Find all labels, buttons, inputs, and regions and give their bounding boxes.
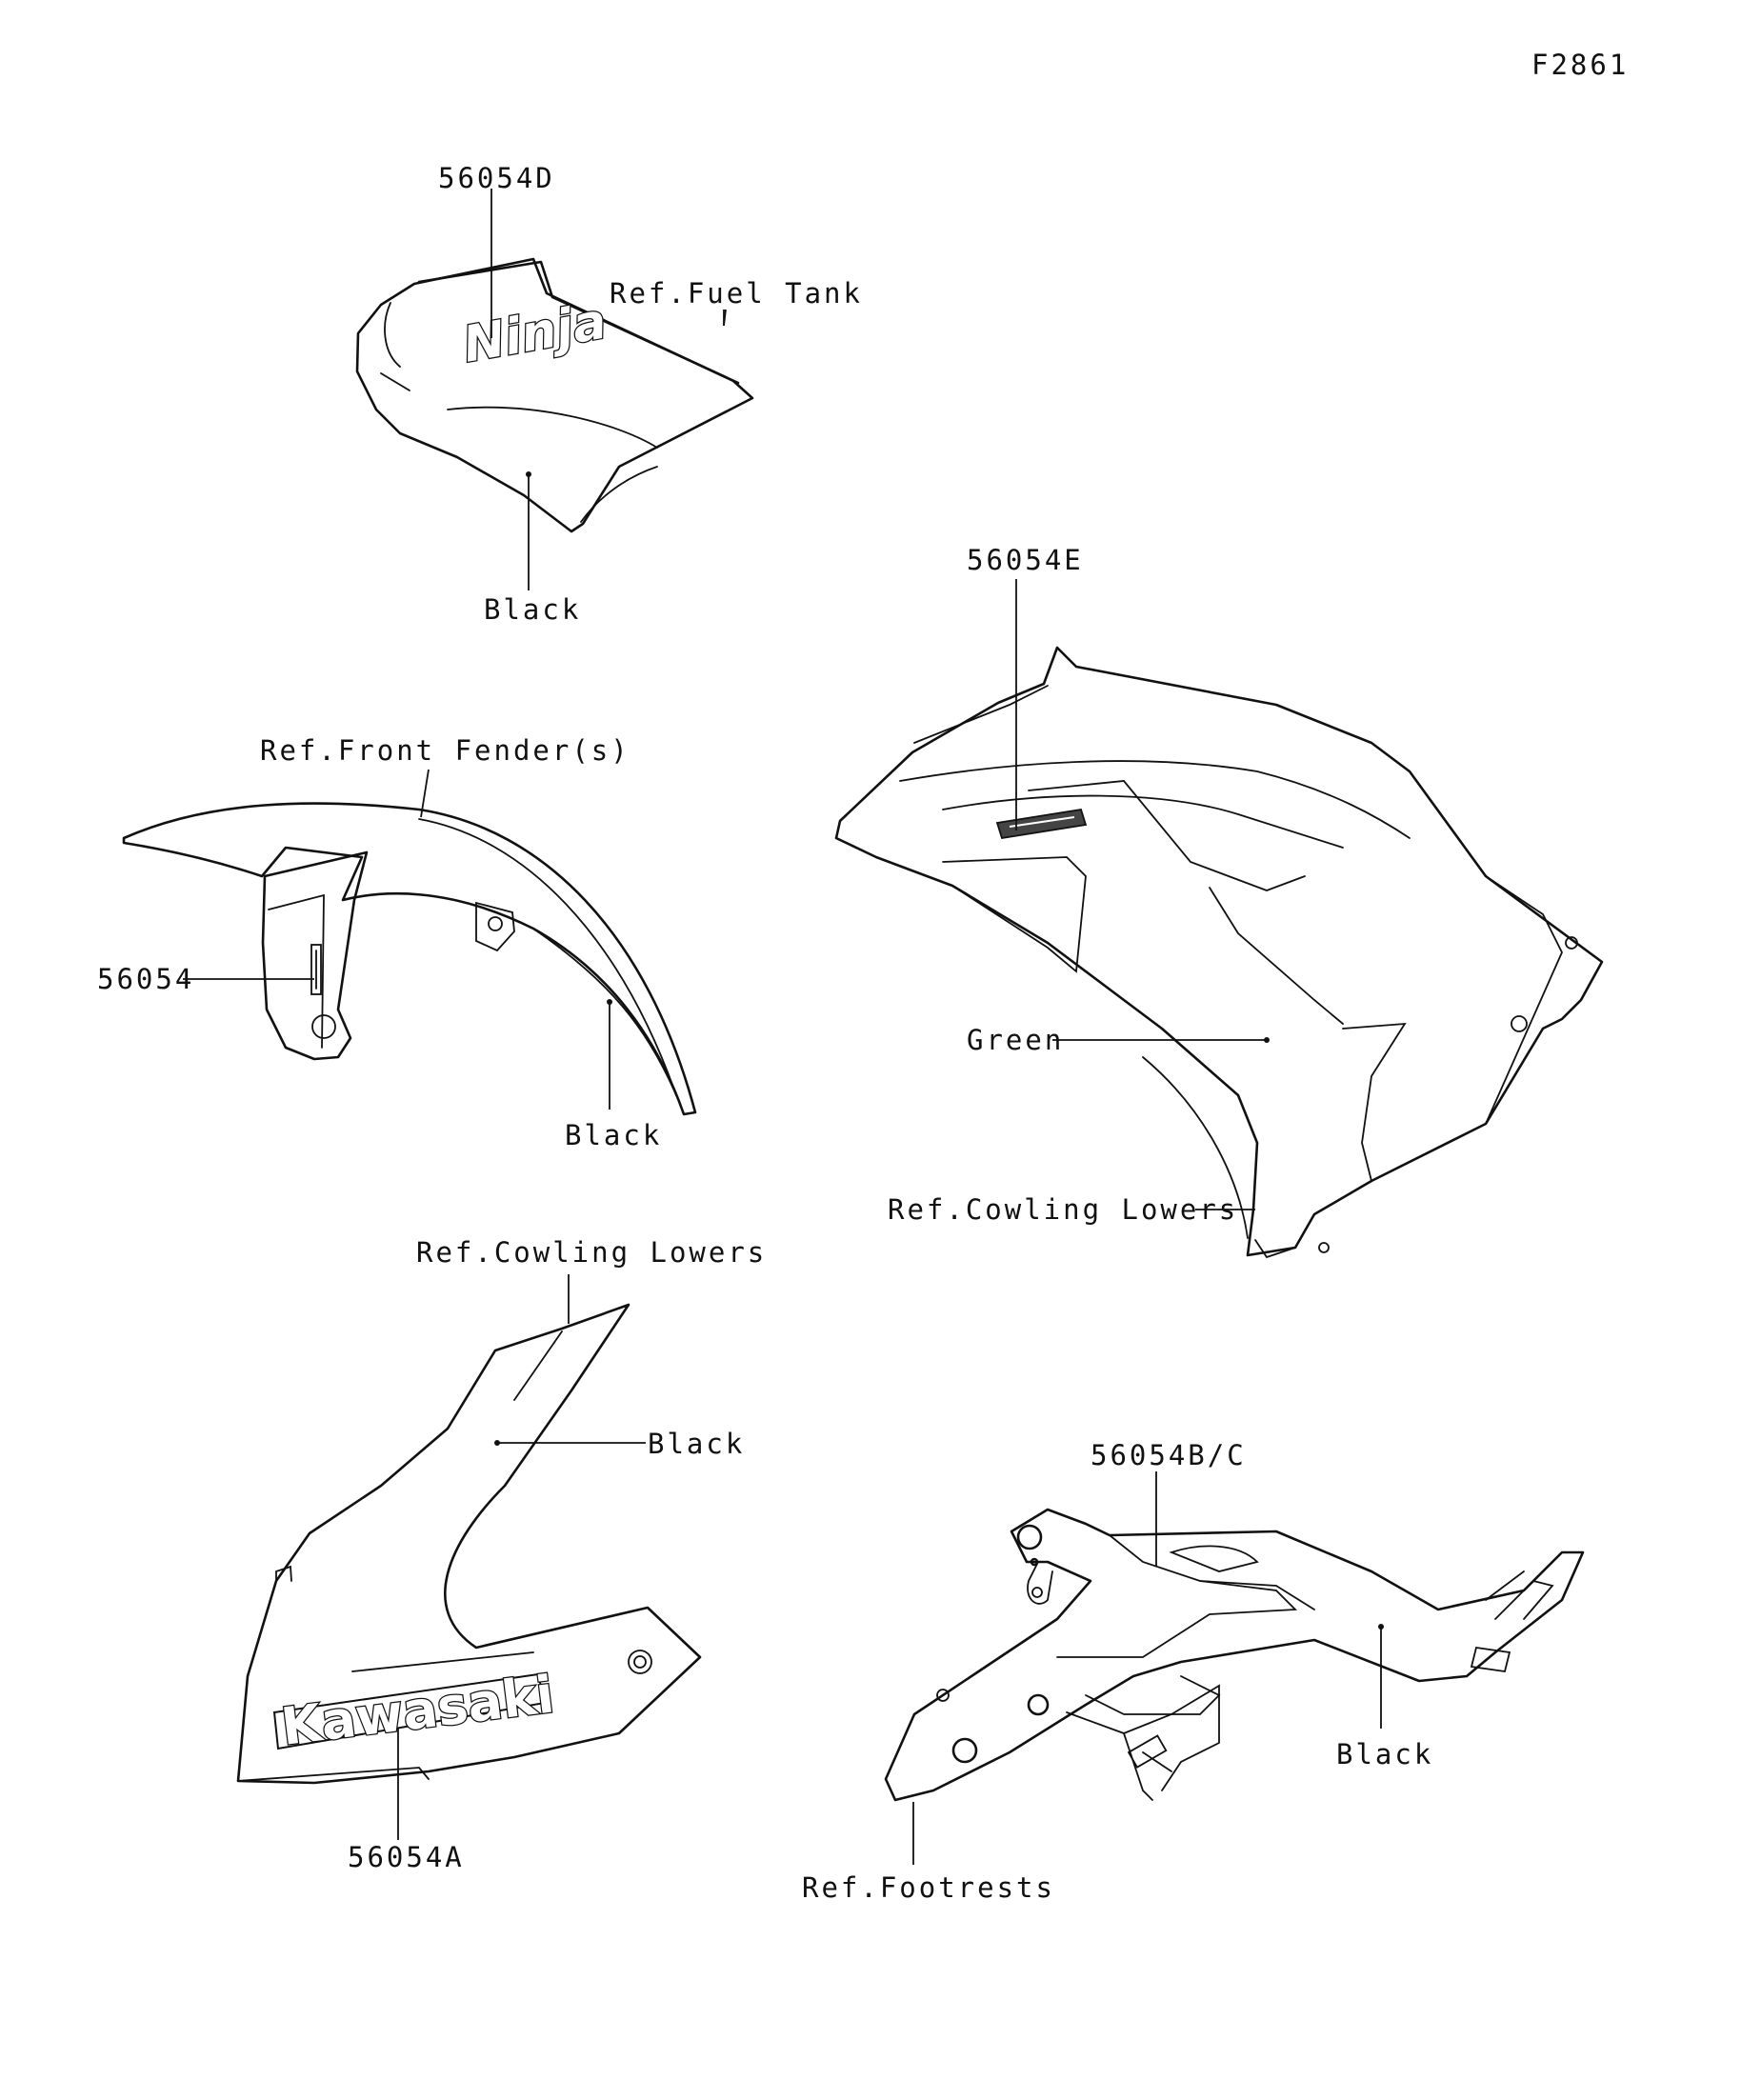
leader-ref-fuel-tank [723, 309, 727, 327]
fender-small-decal [310, 944, 322, 995]
leader-ref-front-fender [420, 769, 430, 818]
side-cowling-part [834, 646, 1604, 1259]
ninja-decal: Ninja [458, 291, 612, 375]
label-ref-cowling-lowers-left: Ref.Cowling Lowers [416, 1236, 767, 1269]
lower-cowling-part [236, 1303, 702, 1785]
leader-green [1052, 1037, 1270, 1043]
ninja-decal-text: Ninja [459, 292, 610, 373]
label-black-footrest: Black [1336, 1738, 1433, 1770]
leader-black-tank [526, 471, 531, 590]
cowling-650-decal [995, 808, 1088, 840]
label-black-fender: Black [565, 1119, 662, 1151]
figure-id: F2861 [1531, 49, 1629, 81]
footrest-bracket-part [884, 1508, 1585, 1802]
label-ref-fuel-tank: Ref.Fuel Tank [610, 277, 863, 310]
label-56054BC: 56054B/C [1091, 1439, 1247, 1471]
label-56054: 56054 [97, 963, 194, 995]
label-black-tank: Black [484, 593, 581, 626]
label-56054D: 56054D [438, 162, 555, 194]
label-ref-cowling-lowers-right: Ref.Cowling Lowers [888, 1193, 1238, 1226]
kawasaki-decal: Kawasaki [272, 1663, 558, 1758]
label-56054E: 56054E [967, 544, 1084, 576]
leader-black-fender [607, 999, 612, 1110]
fuel-tank-cover-part [355, 257, 754, 533]
label-green: Green [967, 1024, 1064, 1056]
label-56054A: 56054A [348, 1841, 465, 1873]
leader-black-cowling [494, 1440, 646, 1446]
kawasaki-decal-text: Kawasaki [278, 1664, 557, 1757]
label-black-cowling: Black [648, 1428, 745, 1460]
label-ref-footrests: Ref.Footrests [802, 1871, 1055, 1904]
leader-black-footrest [1378, 1624, 1384, 1729]
front-fender-part [122, 802, 697, 1116]
label-ref-front-fender: Ref.Front Fender(s) [260, 734, 630, 767]
